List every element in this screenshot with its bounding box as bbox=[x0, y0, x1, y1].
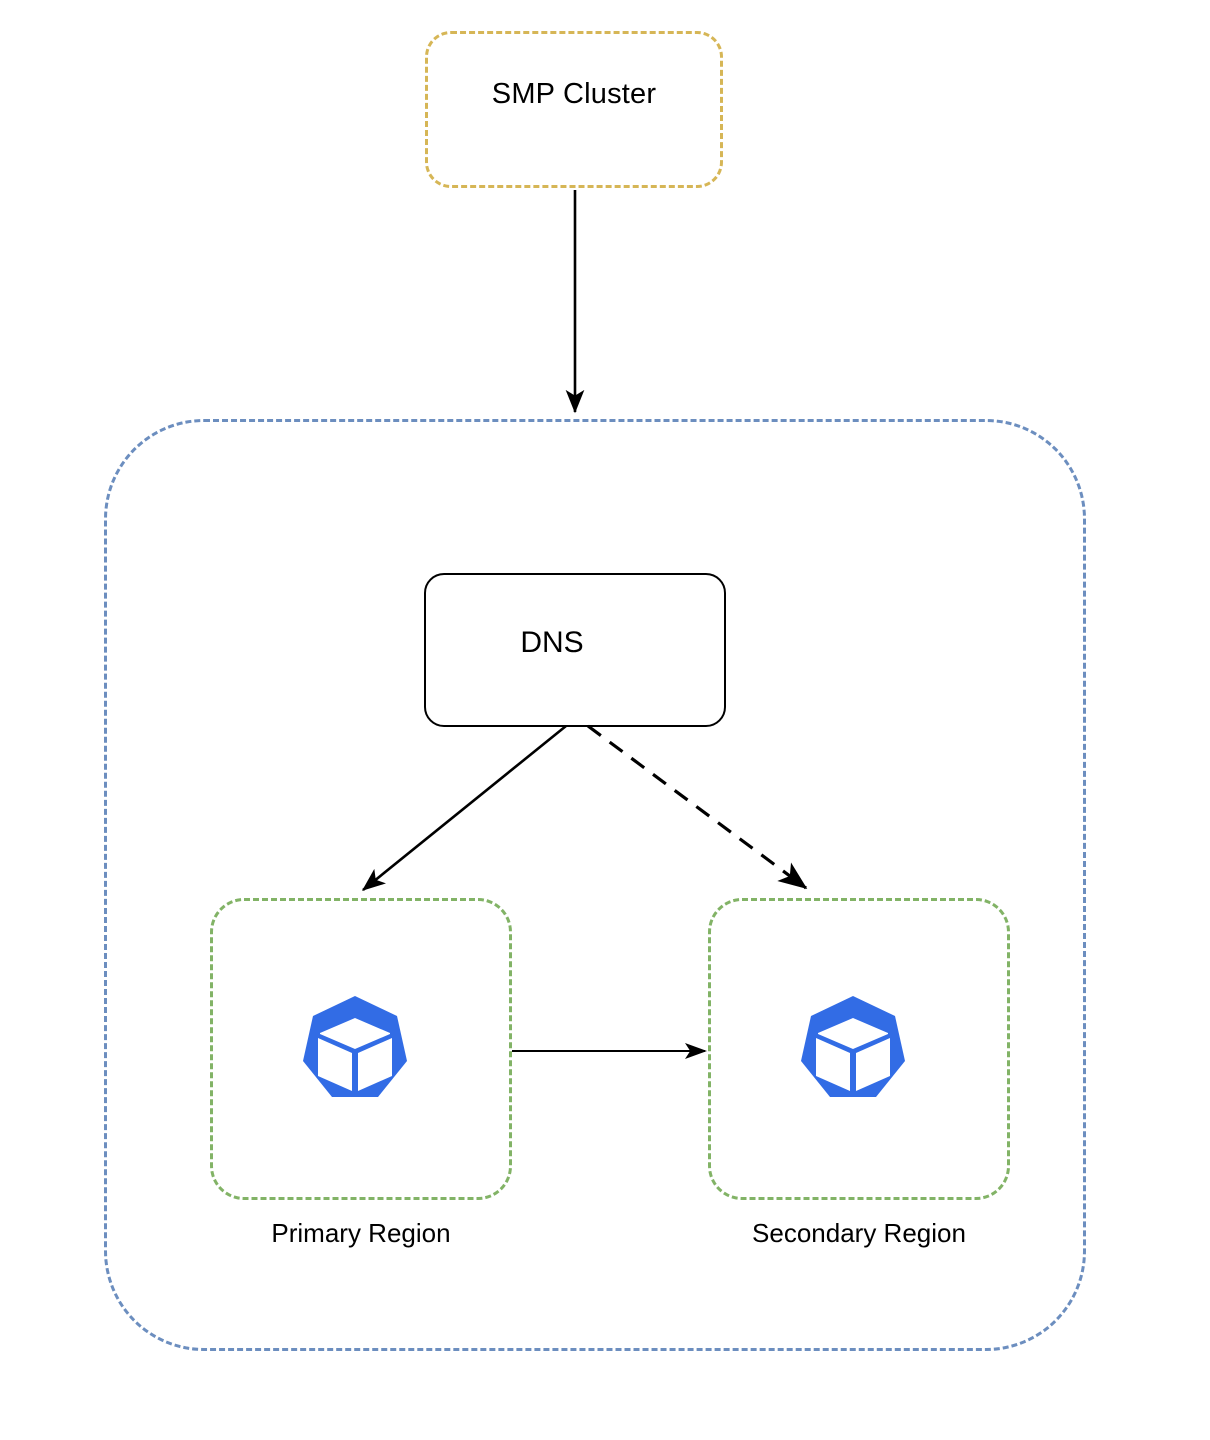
dns-label: DNS bbox=[520, 626, 584, 659]
secondary-region-label: Secondary Region bbox=[752, 1218, 966, 1248]
primary-region-label: Primary Region bbox=[271, 1218, 451, 1248]
smp-cluster-node[interactable]: SMP Cluster bbox=[425, 31, 723, 188]
kubernetes-icon bbox=[794, 992, 912, 1110]
dns-node[interactable]: DNS bbox=[424, 573, 726, 727]
platform-container-node[interactable] bbox=[104, 419, 1086, 1351]
smp-cluster-label: SMP Cluster bbox=[491, 78, 657, 110]
kubernetes-icon bbox=[296, 992, 414, 1110]
